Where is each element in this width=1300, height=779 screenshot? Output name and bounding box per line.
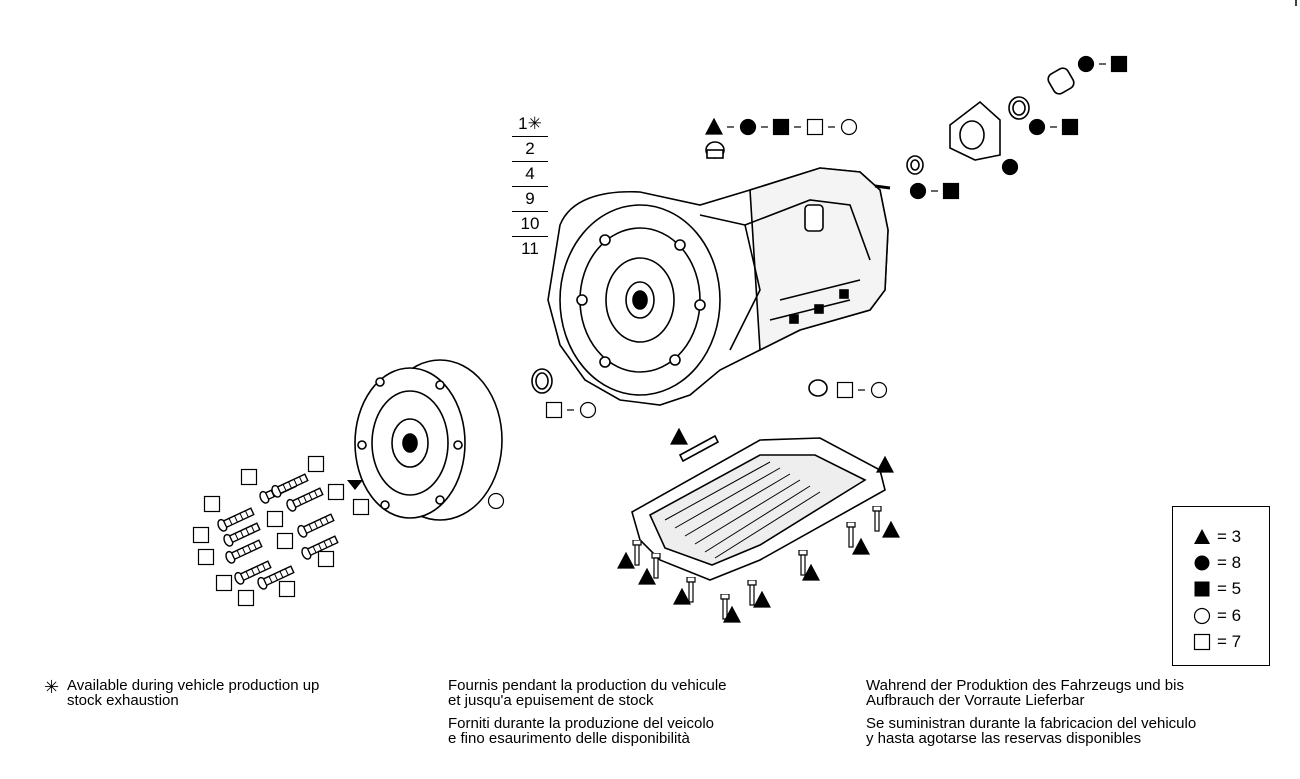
- legend-text: = 7: [1217, 632, 1242, 651]
- callout-11: 11: [521, 239, 539, 258]
- callout-10: 10: [512, 212, 548, 237]
- filled-circle-icon: [1194, 555, 1210, 571]
- note-german: Wahrend der Produktion des Fahrzeugs und…: [866, 677, 1184, 709]
- open-circle-icon: [1193, 607, 1211, 625]
- oil-pan: [631, 434, 886, 581]
- asterisk-icon: ✳: [44, 677, 60, 697]
- legend-text: = 5: [1217, 579, 1242, 598]
- part-callout-list: 1✳ 2 4 9 10 11: [512, 112, 548, 262]
- callout-2: 2: [512, 137, 548, 162]
- note-spanish: Se suministran durante la fabricacion de…: [866, 715, 1197, 747]
- legend-text: = 6: [1217, 606, 1242, 625]
- callout-4: 4: [512, 162, 548, 187]
- quantity-legend: = 3 = 8 = 5 = 6 = 7: [1172, 506, 1270, 666]
- filled-square-icon: [1194, 581, 1210, 597]
- torque-converter: [354, 359, 503, 521]
- callout-9: 9: [512, 187, 548, 212]
- note-italian: Forniti durante la produzione del veicol…: [448, 715, 714, 747]
- legend-row-open-square: = 7: [1193, 632, 1241, 652]
- callout-1: 1✳: [512, 112, 548, 137]
- legend-row-filled-square: = 5: [1193, 579, 1241, 599]
- legend-row-filled-circle: = 8: [1193, 553, 1241, 573]
- converter-bolts: [215, 471, 340, 592]
- note-english: Available during vehicle production up s…: [67, 677, 320, 709]
- open-square-icon: [1193, 633, 1211, 651]
- legend-text: = 3: [1217, 527, 1242, 546]
- legend-text: = 8: [1217, 553, 1242, 572]
- legend-row-open-circle: = 6: [1193, 606, 1241, 626]
- legend-row-triangle: = 3: [1193, 527, 1241, 547]
- note-french: Fournis pendant la production du vehicul…: [448, 677, 727, 709]
- small-parts: [531, 67, 1075, 397]
- triangle-icon: [1194, 529, 1210, 544]
- part-markers: [192, 55, 1128, 623]
- transmission-housing: [547, 167, 891, 406]
